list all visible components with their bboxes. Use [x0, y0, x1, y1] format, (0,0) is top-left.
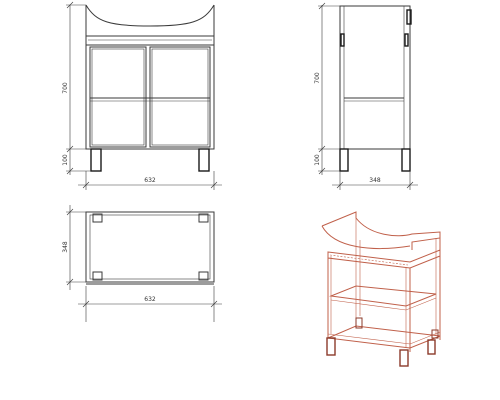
front-view: 700 100 632 [62, 1, 222, 190]
top-body [85, 211, 215, 283]
side-tick-top [318, 2, 326, 10]
side-depth-label: 348 [369, 177, 381, 184]
front-door-left-inner [91, 48, 145, 146]
front-leg-right [198, 148, 210, 172]
side-body [339, 5, 411, 150]
front-door-right [149, 46, 211, 148]
side-tick-mid [318, 145, 326, 153]
top-depth-label: 348 [62, 241, 69, 253]
side-leg-back [339, 148, 349, 172]
front-tick-left [82, 181, 90, 189]
front-top-strip [85, 35, 215, 46]
top-tick-left [82, 300, 90, 308]
front-width-label: 632 [144, 177, 156, 184]
front-body [85, 44, 215, 150]
front-tick-bot [66, 167, 74, 175]
side-handle-left [340, 33, 345, 47]
top-tick-bot [66, 278, 74, 286]
top-width-label: 632 [144, 296, 156, 303]
front-tick-top [66, 1, 74, 9]
iso-basin [321, 225, 411, 250]
iso-shelf [329, 285, 437, 307]
iso-leg-back-right [427, 339, 436, 355]
front-door-right-inner [151, 48, 209, 146]
side-height-upper-label: 700 [314, 72, 321, 84]
iso-inner-leg-right [431, 329, 439, 339]
iso-top-strip [327, 249, 441, 269]
front-leg-left [90, 148, 102, 172]
side-tick-bot [318, 167, 326, 175]
iso-bottom [326, 325, 441, 349]
front-tick-right [210, 181, 218, 189]
top-leg-back-left [92, 213, 103, 223]
front-basin [85, 4, 215, 27]
top-tick-top [66, 208, 74, 216]
top-view: 348 632 [62, 205, 222, 322]
top-leg-front-left [92, 271, 103, 281]
side-height-legs-label: 100 [314, 154, 321, 166]
side-view: 700 100 348 [314, 2, 418, 190]
top-leg-front-right [198, 271, 209, 281]
side-tick-left [336, 181, 344, 189]
top-inner [89, 214, 211, 280]
front-tick-mid [66, 145, 74, 153]
isometric-view [321, 211, 441, 367]
front-height-upper-label: 700 [62, 82, 69, 94]
top-tick-right [210, 300, 218, 308]
iso-inner-leg-left [355, 317, 363, 329]
iso-shelf-2 [330, 297, 437, 311]
side-handle-right [404, 33, 409, 47]
side-tick-right [406, 181, 414, 189]
iso-leg-front-right [399, 349, 409, 367]
iso-back-panel [321, 211, 441, 250]
front-door-left [89, 46, 147, 148]
iso-leg-front-left [326, 337, 336, 356]
side-faucet [406, 9, 412, 25]
top-leg-back-right [198, 213, 209, 223]
iso-bottom-2 [327, 331, 441, 345]
front-height-legs-label: 100 [62, 154, 69, 166]
side-leg-front [401, 148, 411, 172]
iso-top-strip-dash [329, 254, 409, 266]
